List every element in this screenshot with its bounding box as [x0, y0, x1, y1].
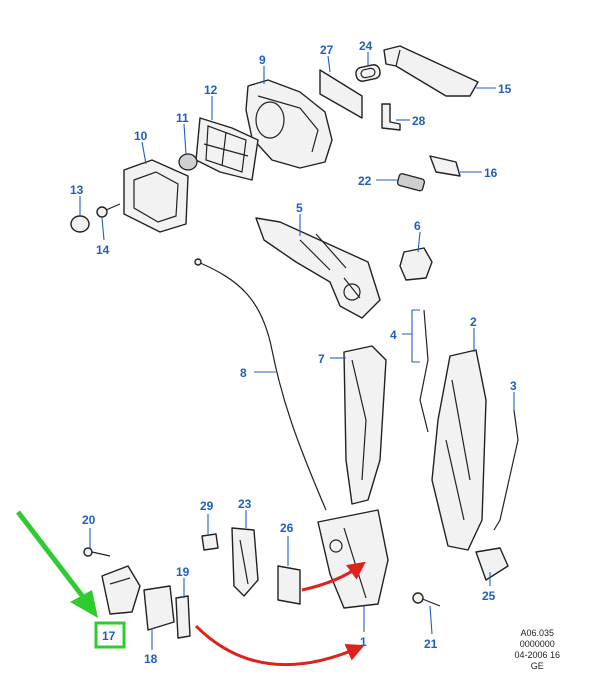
callout-27: 27 — [320, 43, 334, 57]
part-12-gasket — [195, 117, 259, 181]
part-29-bushing — [201, 533, 219, 551]
callout-26: 26 — [280, 521, 294, 535]
callout-11: 11 — [176, 111, 189, 125]
highlight-box-17 — [94, 621, 126, 649]
part-23-bracket — [231, 527, 259, 597]
part-24-seal — [355, 64, 381, 82]
part-6-actuator — [399, 247, 433, 281]
part-13-plug — [70, 215, 90, 233]
flow-arrows — [194, 561, 366, 667]
callout-3: 3 — [510, 379, 517, 393]
leader-lines — [79, 52, 515, 650]
callout-8: 8 — [240, 366, 247, 380]
callout-25: 25 — [482, 589, 496, 603]
callout-14: 14 — [96, 243, 110, 257]
part-20-screw — [83, 547, 111, 557]
flow-arrow-upper — [301, 561, 366, 592]
callout-22: 22 — [358, 174, 372, 188]
callout-13: 13 — [70, 183, 84, 197]
part-14-screw — [96, 203, 121, 218]
callout-2: 2 — [470, 315, 477, 329]
callouts: 9 12 11 10 13 14 27 24 15 28 22 16 5 6 8… — [70, 39, 517, 666]
part-1-latch — [317, 509, 389, 609]
part-18-bracket — [143, 585, 175, 631]
callout-5: 5 — [296, 201, 303, 215]
callout-23: 23 — [238, 497, 252, 511]
callout-19: 19 — [176, 565, 190, 579]
part-4-rod — [419, 309, 429, 433]
flow-arrow-lower — [194, 624, 365, 667]
reference-number: 0000000 — [519, 639, 555, 649]
part-15-exterior-handle — [383, 45, 479, 97]
part-26-gasket — [277, 565, 301, 605]
callout-10: 10 — [134, 129, 148, 143]
callout-16: 16 — [484, 166, 498, 180]
part-28-bracket — [381, 103, 401, 131]
callout-28: 28 — [412, 114, 426, 128]
part-21-screw — [412, 592, 441, 607]
highlight-arrow — [16, 510, 98, 618]
callout-12: 12 — [204, 83, 218, 97]
callout-4: 4 — [390, 328, 397, 342]
callout-7: 7 — [318, 352, 325, 366]
part-17-cover — [101, 565, 141, 615]
callout-9: 9 — [259, 53, 266, 67]
part-25-clip — [475, 547, 509, 581]
callout-17: 17 — [102, 629, 116, 643]
part-7-rod-guide — [343, 345, 387, 505]
reference-date: 04-2006 16 — [514, 650, 560, 660]
part-19-clip — [175, 595, 191, 639]
part-22-seal — [396, 173, 426, 192]
callout-21: 21 — [424, 637, 438, 651]
part-9-handle-housing — [245, 79, 333, 169]
part-3-rod — [493, 409, 519, 531]
callout-29: 29 — [200, 499, 214, 513]
part-2-latch-housing — [431, 349, 487, 551]
callout-1: 1 — [360, 635, 367, 649]
part-27-gasket — [319, 69, 363, 119]
part-10-bezel — [123, 159, 189, 233]
callout-18: 18 — [144, 652, 158, 666]
callout-15: 15 — [498, 82, 512, 96]
reference-region: GE — [530, 661, 544, 671]
part-16-cover — [429, 155, 461, 177]
part-5-handle-frame — [255, 217, 381, 319]
callout-20: 20 — [82, 513, 96, 527]
callout-24: 24 — [359, 39, 373, 53]
part-8-cable — [194, 258, 327, 511]
reference-code: A06.035 — [520, 628, 554, 638]
part-11-cap — [178, 153, 198, 171]
callout-6: 6 — [414, 219, 421, 233]
reference-block: A06.035 0000000 04-2006 16 GE — [514, 628, 560, 672]
